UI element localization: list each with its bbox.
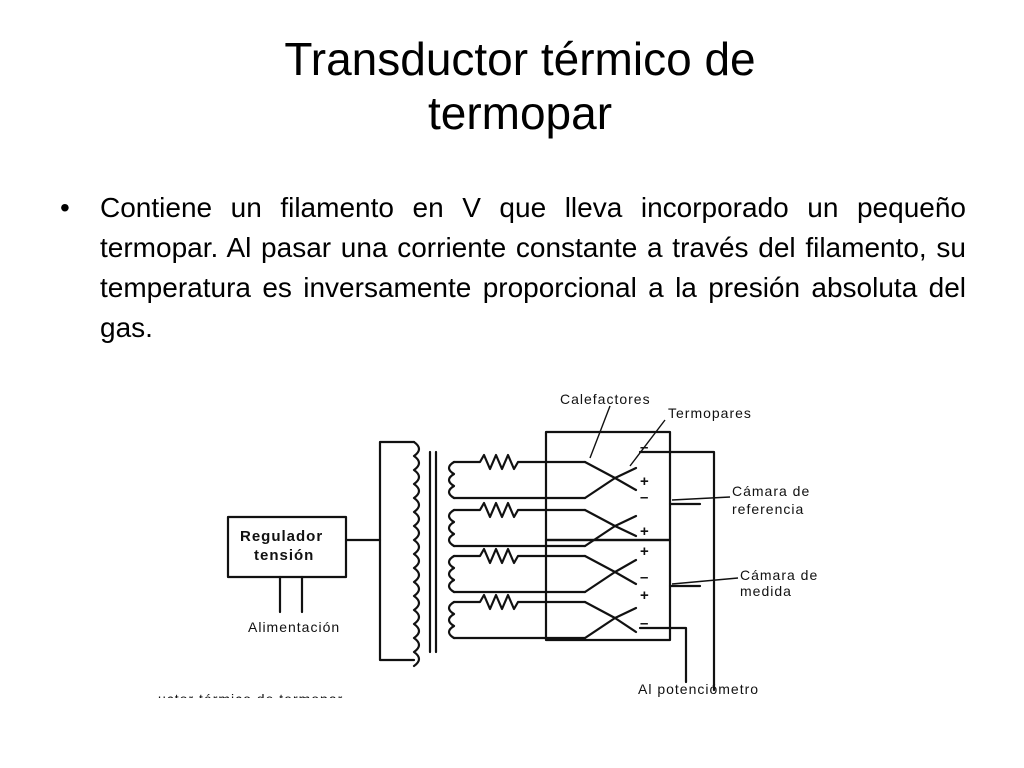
supply-label: Alimentación [248, 619, 340, 635]
reference-chamber [544, 430, 672, 542]
regulator-label-2: tensión [254, 547, 314, 564]
secondary-coils [447, 460, 456, 640]
title-line-2: termopar [427, 87, 613, 139]
bullet-symbol: • [60, 192, 70, 223]
regulator-label-1: Regulador [240, 528, 323, 545]
polarity-plus-4: + [640, 587, 650, 604]
v-filaments [583, 460, 638, 640]
polarity-plus-2: + [640, 523, 650, 540]
potentiometer-label: Al potenciómetro [638, 681, 759, 697]
measurement-chamber [544, 538, 672, 642]
ref-chamber-label-1: Cámara de [732, 483, 810, 499]
polarity-minus-2: – [640, 489, 649, 506]
meas-chamber-label-1: Cámara de [740, 567, 818, 583]
regulator-box [226, 515, 348, 579]
bullet-text: Contiene un filamento en V que lleva inc… [100, 192, 966, 343]
polarity-minus-3: – [640, 569, 649, 586]
heaters-label: Calefactores [560, 391, 651, 407]
polarity-plus-3: + [640, 543, 650, 560]
ref-chamber-label-2: referencia [732, 501, 804, 517]
slide-title: Transductor térmico de termopar [150, 32, 890, 140]
primary-coil [412, 440, 421, 668]
meas-chamber-label-2: medida [740, 583, 792, 599]
polarity-plus-1: + [640, 473, 650, 490]
heater-resistors [452, 453, 587, 640]
polarity-minus-4: – [640, 615, 649, 632]
title-line-1: Transductor térmico de [284, 33, 756, 85]
thermocouples-label: Termopares [668, 405, 752, 421]
